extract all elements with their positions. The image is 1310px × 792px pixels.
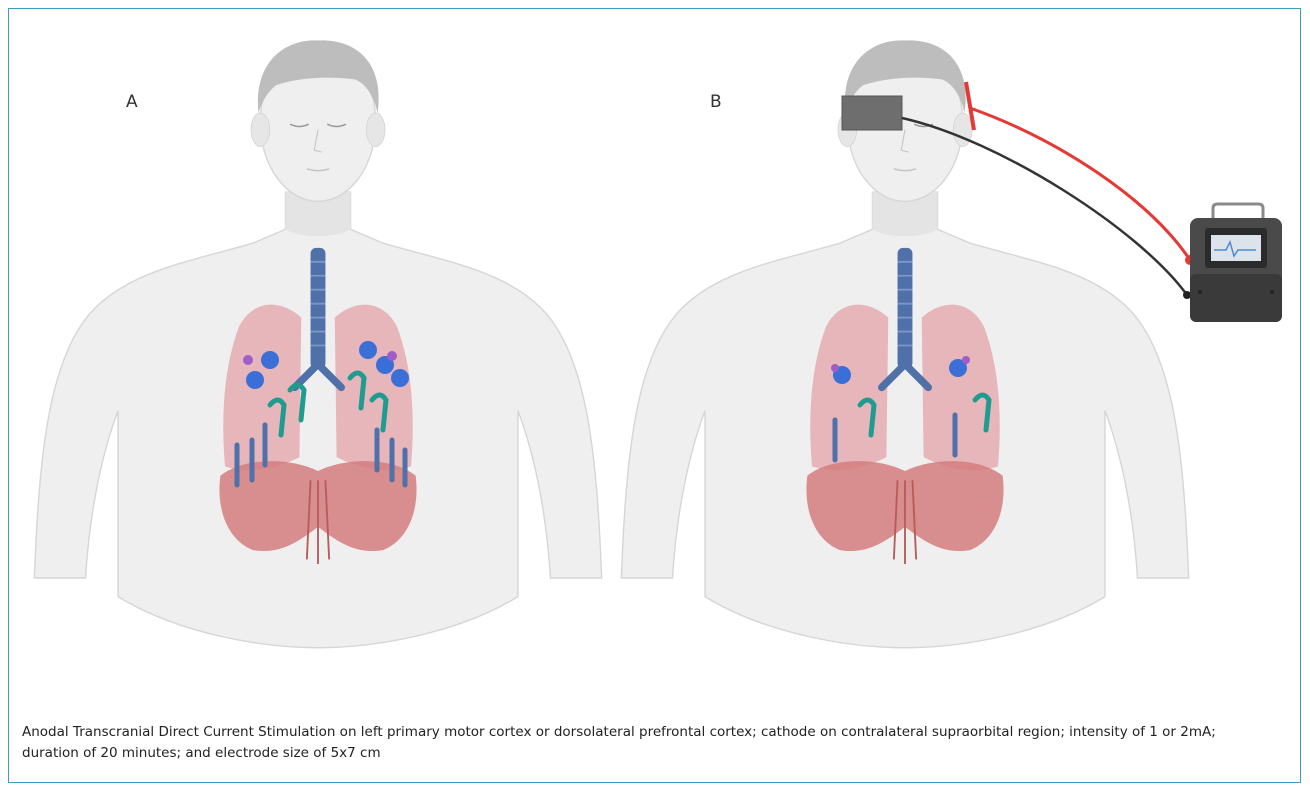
person-b-illustration [621, 40, 1188, 647]
cathode-terminal [1183, 291, 1191, 299]
tdcs-device [1190, 204, 1282, 322]
figure-illustration [0, 0, 1310, 700]
figure-caption: Anodal Transcranial Direct Current Stimu… [22, 722, 1272, 764]
person-a-illustration [34, 40, 601, 647]
anode-wire [970, 108, 1190, 260]
anode-electrode-pad [842, 96, 902, 130]
panel-label-b: B [710, 92, 722, 112]
panel-label-a: A [126, 92, 138, 112]
